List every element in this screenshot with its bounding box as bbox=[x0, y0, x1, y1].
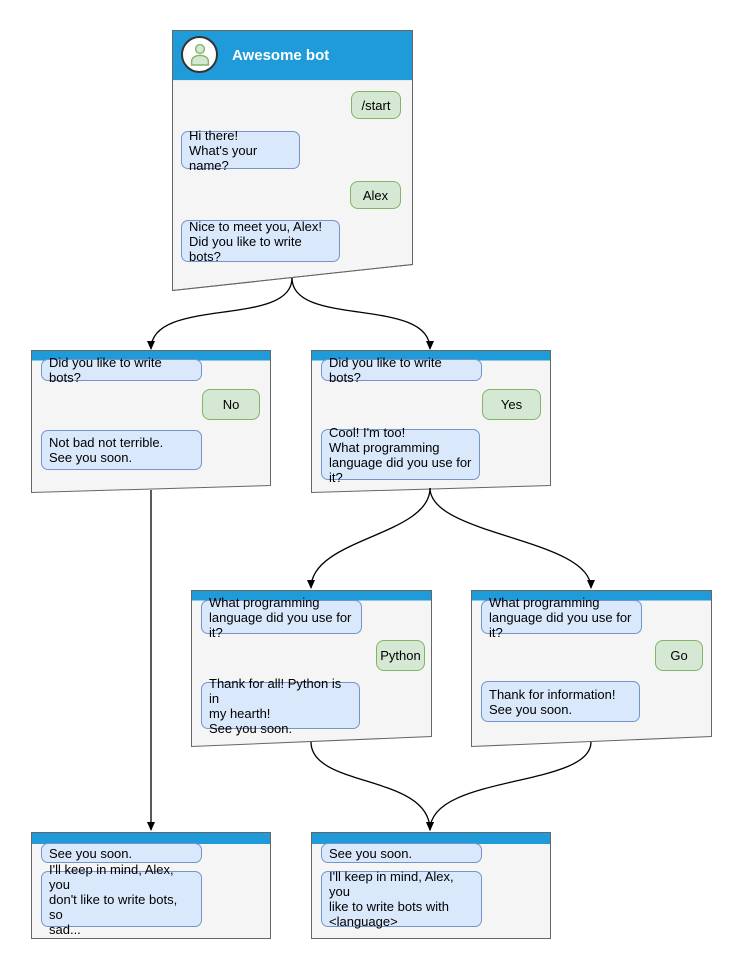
bot-message-bubble: Thank for information! See you soon. bbox=[481, 681, 640, 722]
chat-window-root: Awesome bot /start Hi there! What's your… bbox=[172, 30, 413, 291]
bot-message-bubble: Thank for all! Python is in my hearth! S… bbox=[201, 676, 360, 736]
window-titlebar bbox=[312, 351, 550, 361]
bot-message-bubble: See you soon. bbox=[321, 843, 482, 863]
bot-message-bubble: Did you like to write bots? bbox=[41, 355, 202, 385]
bot-message-bubble: I'll keep in mind, Alex, you don't like … bbox=[41, 862, 202, 937]
bot-message-bubble: Hi there! What's your name? bbox=[181, 128, 300, 173]
chat-window-branch-no: Did you like to write bots? No Not bad n… bbox=[31, 350, 271, 494]
bot-message-bubble: See you soon. bbox=[41, 843, 202, 863]
window-titlebar bbox=[32, 351, 270, 361]
bot-message-bubble: Not bad not terrible. See you soon. bbox=[41, 430, 202, 470]
user-message-bubble: Python bbox=[376, 640, 425, 671]
bot-message-bubble: What programming language did you use fo… bbox=[201, 595, 362, 640]
bot-message-bubble: Nice to meet you, Alex! Did you like to … bbox=[181, 219, 340, 264]
window-titlebar bbox=[192, 591, 431, 601]
user-message-bubble: Yes bbox=[482, 389, 541, 420]
chat-window-branch-go: What programming language did you use fo… bbox=[471, 590, 712, 748]
user-message-bubble: Alex bbox=[350, 181, 401, 209]
bot-message-bubble: Cool! I'm too! What programming language… bbox=[321, 425, 480, 485]
edge-yes-to-python bbox=[307, 487, 431, 589]
window-title: Awesome bot bbox=[232, 46, 330, 64]
person-icon bbox=[190, 43, 209, 66]
chat-window-branch-yes: Did you like to write bots? Yes Cool! I'… bbox=[311, 350, 551, 494]
user-message-bubble: Go bbox=[655, 640, 703, 671]
user-message-bubble: No bbox=[202, 389, 260, 420]
edge-python-to-end bbox=[310, 741, 434, 831]
bot-message-bubble: I'll keep in mind, Alex, you like to wri… bbox=[321, 869, 482, 929]
window-titlebar bbox=[312, 833, 550, 844]
user-message-bubble: /start bbox=[351, 91, 401, 119]
avatar bbox=[181, 36, 218, 73]
bot-message-bubble: Did you like to write bots? bbox=[321, 355, 482, 385]
chat-window-branch-python: What programming language did you use fo… bbox=[191, 590, 432, 748]
chat-window-end-no: See you soon. I'll keep in mind, Alex, y… bbox=[31, 832, 271, 939]
chat-window-end-language: See you soon. I'll keep in mind, Alex, y… bbox=[311, 832, 551, 939]
edge-yes-to-go bbox=[429, 487, 595, 589]
window-titlebar bbox=[32, 833, 270, 844]
edge-go-to-end bbox=[426, 741, 592, 831]
window-titlebar bbox=[472, 591, 711, 601]
bot-message-bubble: What programming language did you use fo… bbox=[481, 595, 642, 640]
